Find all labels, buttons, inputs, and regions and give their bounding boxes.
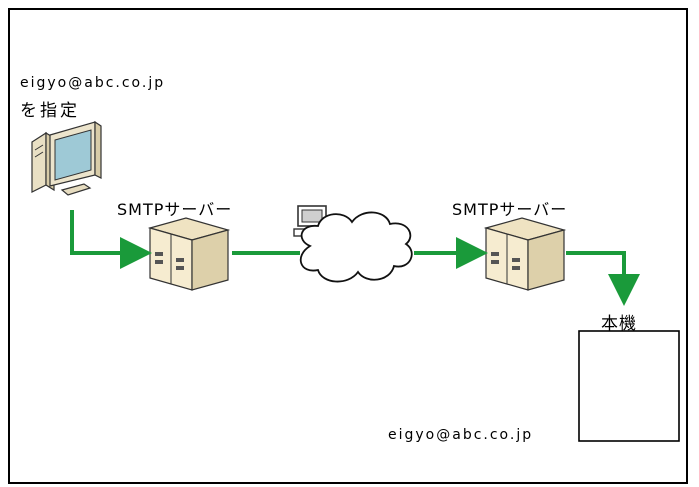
- smtp-server-left-icon: [147, 217, 231, 291]
- sender-pc-icon: [31, 120, 102, 196]
- sender-instruction: を指定: [20, 101, 80, 121]
- machine-box: [578, 330, 680, 442]
- machine-label: 本機: [601, 314, 637, 334]
- smtp-server-right-icon: [483, 217, 567, 291]
- diagram-frame: [8, 8, 688, 484]
- internet-cloud-icon: [299, 211, 413, 283]
- smtp-server-right-label: SMTPサーバー: [452, 200, 568, 219]
- smtp-server-left-label: SMTPサーバー: [117, 200, 233, 219]
- sender-address: eigyo@abc.co.jp: [20, 75, 166, 91]
- machine-address: eigyo@abc.co.jp: [388, 427, 534, 443]
- arrow-server-to-machine: [566, 251, 640, 306]
- arrow-pc-to-server: [70, 210, 152, 269]
